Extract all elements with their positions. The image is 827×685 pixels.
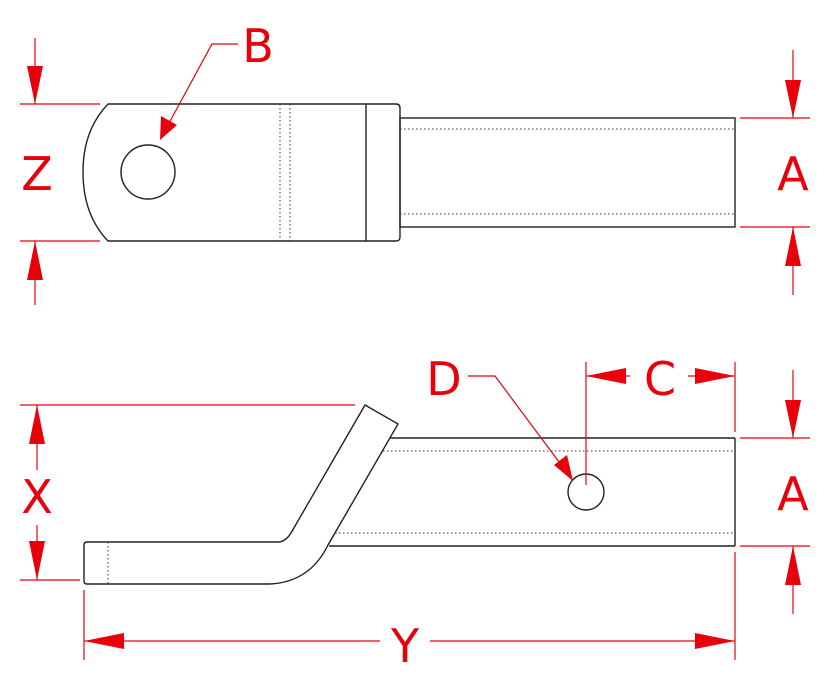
arrowhead bbox=[160, 116, 177, 140]
label-y: Y bbox=[390, 619, 420, 673]
side-view bbox=[83, 404, 736, 585]
arrowhead bbox=[84, 633, 124, 649]
top-view bbox=[82, 103, 736, 242]
label-a-side: A bbox=[777, 467, 809, 521]
arrowhead bbox=[554, 455, 573, 481]
label-b: B bbox=[242, 19, 274, 73]
b-leader bbox=[167, 43, 238, 126]
arrowhead bbox=[785, 546, 801, 585]
label-x: X bbox=[21, 470, 53, 524]
ball-hole bbox=[120, 144, 176, 200]
arrowhead bbox=[785, 80, 801, 118]
label-d: D bbox=[426, 352, 461, 406]
arrowhead bbox=[785, 400, 801, 438]
arrowhead bbox=[695, 368, 735, 384]
d-leader bbox=[468, 375, 566, 471]
drop-arm bbox=[83, 404, 399, 585]
top-view-body bbox=[82, 103, 401, 242]
arrowhead bbox=[27, 241, 43, 280]
arrowhead bbox=[695, 633, 735, 649]
arrowhead bbox=[785, 227, 801, 266]
label-a-top: A bbox=[777, 147, 809, 201]
label-z: Z bbox=[21, 147, 53, 201]
arrowhead bbox=[29, 405, 45, 444]
arrowhead bbox=[586, 368, 626, 384]
shank-top bbox=[399, 117, 736, 228]
arrowhead bbox=[29, 541, 45, 580]
arrowhead bbox=[27, 66, 43, 104]
dimensions: B Z A D C A bbox=[20, 19, 810, 673]
label-c: C bbox=[644, 352, 676, 406]
